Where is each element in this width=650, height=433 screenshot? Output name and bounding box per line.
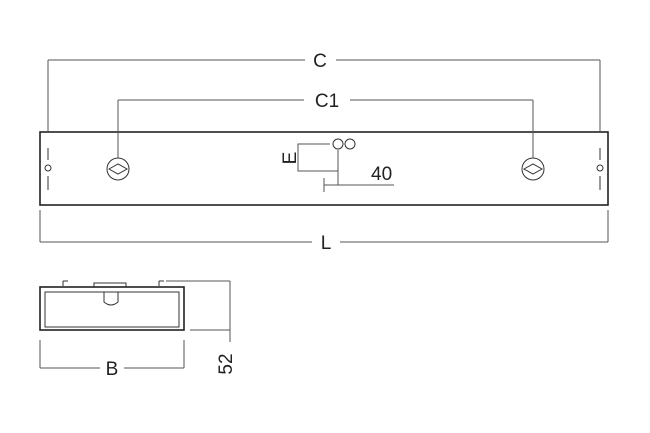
- height-label: 52: [216, 353, 237, 374]
- cable-entry-hole-1: [332, 138, 344, 150]
- length-label: L: [321, 233, 332, 254]
- width-label: B: [106, 359, 119, 380]
- left-keyhole-mount-icon: [106, 157, 130, 181]
- housing-top-view-outline: [39, 131, 609, 206]
- overall-mount-dimension: C: [47, 51, 601, 132]
- entry-spacing-label: 40: [371, 164, 392, 185]
- height-dimension: 52: [166, 280, 237, 375]
- inner-mount-label: C1: [315, 91, 339, 112]
- inner-mount-dimension: C1: [117, 91, 534, 158]
- cable-entry-hole-2: [344, 138, 356, 150]
- left-end-mount: [44, 148, 52, 190]
- right-keyhole-mount-icon: [521, 157, 545, 181]
- housing-end-view-inner: [44, 291, 180, 328]
- housing-end-view-outline: [39, 286, 185, 331]
- right-end-mount: [596, 148, 604, 190]
- length-dimension: L: [39, 210, 609, 254]
- top-view: E 40 C C1 L: [39, 51, 609, 254]
- end-view: B 52: [39, 280, 237, 380]
- width-dimension: B: [39, 340, 185, 380]
- overall-mount-label: C: [313, 51, 327, 72]
- entry-offset-label: E: [280, 152, 301, 165]
- center-tab: [103, 292, 119, 306]
- entry-offset-bracket: [297, 143, 338, 172]
